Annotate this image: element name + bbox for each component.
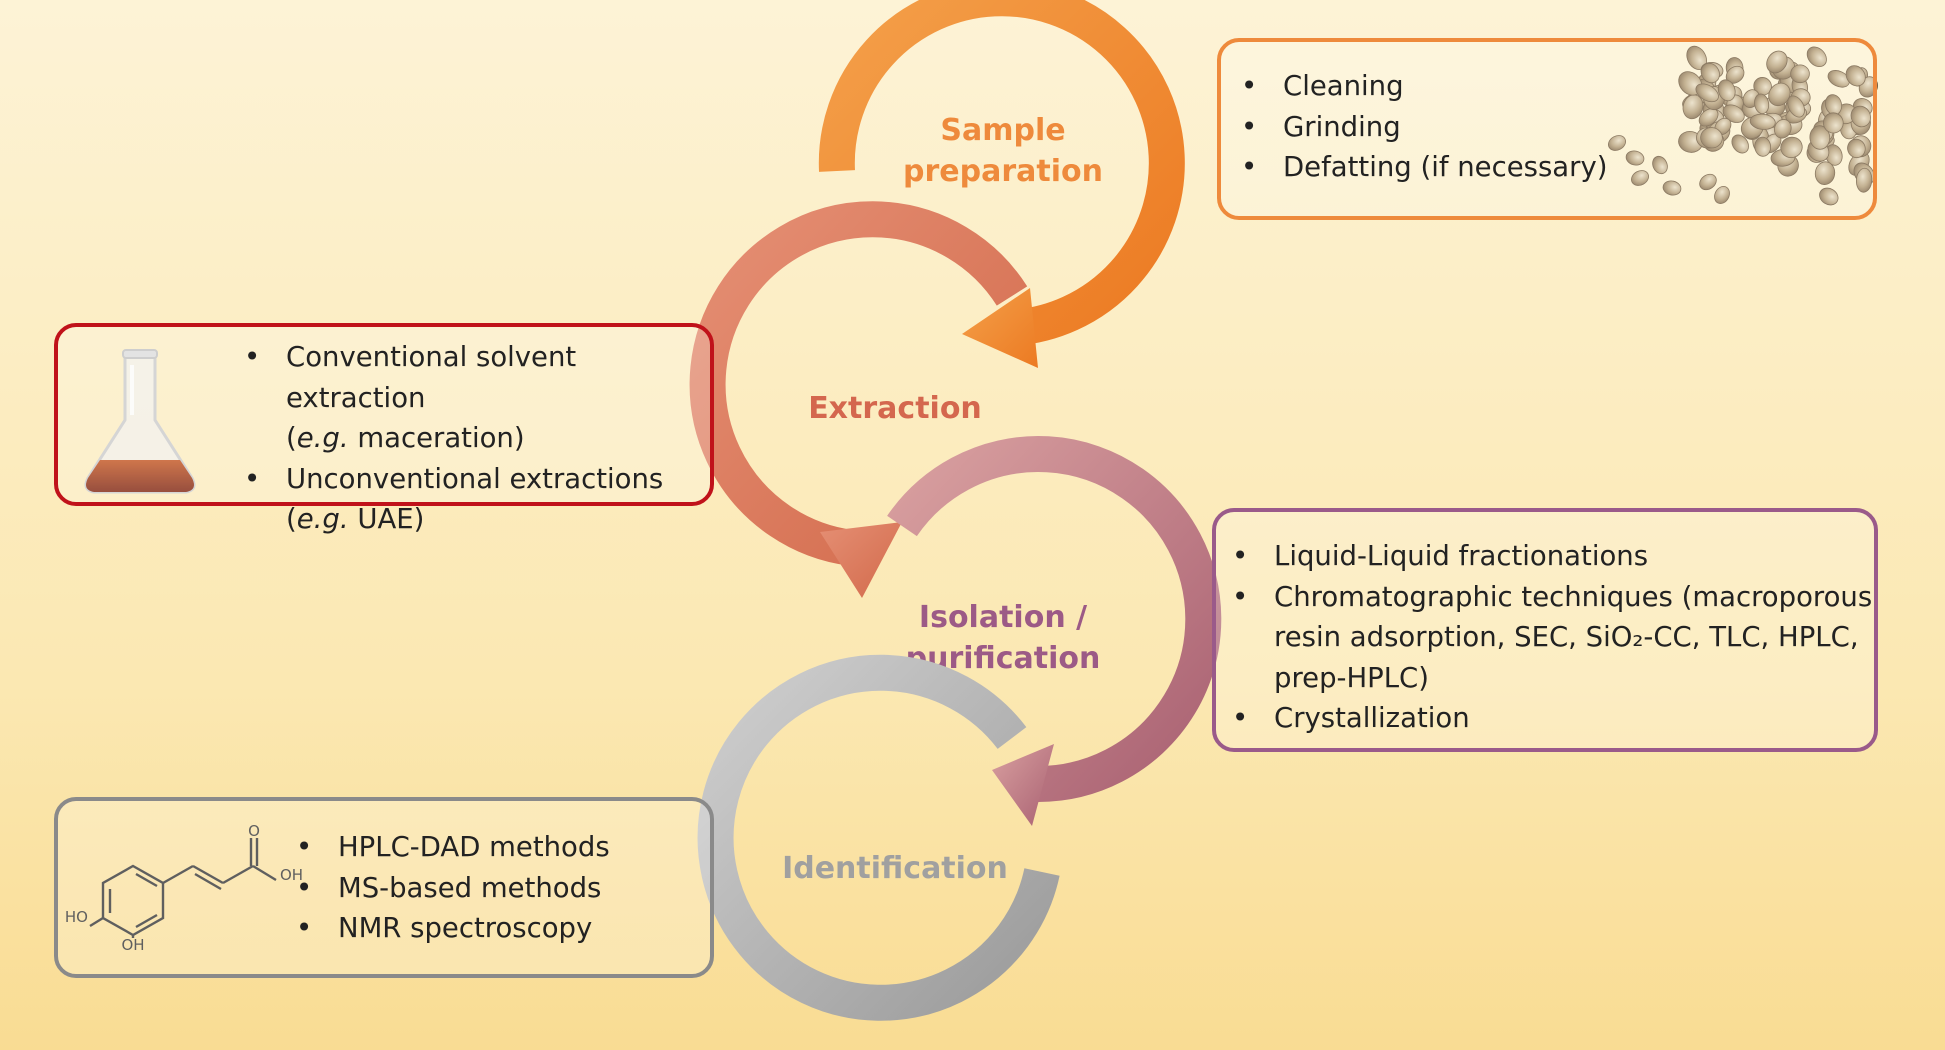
seed <box>1700 127 1723 149</box>
list-item: •Crystallization <box>1232 702 1470 734</box>
isolation-arrow: Isolation / purification <box>887 436 1222 826</box>
molecule-label-oh: OH <box>121 936 144 954</box>
seed <box>1809 125 1831 150</box>
seed <box>1847 138 1866 159</box>
list-item: •NMR spectroscopy <box>296 912 593 944</box>
list-item: •Grinding <box>1241 110 1401 143</box>
isolation-arrowhead <box>992 744 1054 826</box>
seed <box>1827 70 1850 88</box>
seed <box>1714 186 1730 204</box>
seed <box>1855 167 1873 193</box>
stage-label-extraction: Extraction <box>808 391 982 426</box>
seed <box>1698 108 1719 127</box>
sample-preparation-list: •Cleaning •Grinding •Defatting (if neces… <box>1235 66 1607 188</box>
list-item: • Unconventional extractions (e.g. UAE) <box>244 462 664 536</box>
seed <box>1625 150 1645 166</box>
extraction-arrow: Extraction <box>689 201 1028 598</box>
identification-box: •HPLC-DAD methods •MS-based methods •NMR… <box>54 797 714 978</box>
stage-label-sample-preparation-1: Sample <box>940 113 1065 148</box>
molecule-label-o: O <box>248 822 260 840</box>
extraction-box: • Conventional solvent extraction (e.g. … <box>54 323 714 535</box>
seed <box>1731 134 1749 154</box>
seed <box>1766 50 1788 74</box>
seed <box>1754 93 1770 115</box>
seed <box>1749 113 1776 130</box>
seed <box>1850 105 1871 128</box>
isolation-list: •Liquid-Liquid fractionations • Chromato… <box>1226 536 1872 739</box>
seed <box>1845 65 1866 87</box>
seed <box>1814 161 1836 185</box>
list-item: •HPLC-DAD methods <box>296 831 610 863</box>
seed <box>1819 187 1839 206</box>
isolation-box: •Liquid-Liquid fractionations • Chromato… <box>1212 508 1878 752</box>
stage-label-sample-preparation-2: preparation <box>903 154 1103 189</box>
stage-label-identification: Identification <box>782 851 1008 886</box>
seed <box>1822 112 1844 134</box>
sample-preparation-box: •Cleaning •Grinding •Defatting (if neces… <box>1217 38 1877 220</box>
seed <box>1774 119 1792 139</box>
seed <box>1754 136 1772 157</box>
seeds-image <box>1608 45 1878 206</box>
identification-list: •HPLC-DAD methods •MS-based methods •NMR… <box>290 827 610 949</box>
identification-arrow: Identification <box>697 654 1060 1021</box>
seed <box>1699 173 1717 191</box>
sample-preparation-arrow: Sample preparation <box>818 0 1185 368</box>
seed <box>1608 135 1626 151</box>
seed <box>1790 64 1810 84</box>
list-item: •Cleaning <box>1241 70 1404 102</box>
seed <box>1787 95 1805 118</box>
seed <box>1700 62 1720 84</box>
seed <box>1780 136 1803 159</box>
list-item: • Chromatographic techniques (macroporou… <box>1232 580 1873 694</box>
seed <box>1806 46 1827 68</box>
flask-icon <box>84 349 196 494</box>
list-item: •MS-based methods <box>296 871 602 904</box>
molecule-label-oh-acid: OH <box>280 866 303 884</box>
molecule-icon <box>89 838 277 938</box>
seed <box>1695 83 1719 103</box>
list-item: •Liquid-Liquid fractionations <box>1232 540 1649 572</box>
molecule-label-ho: HO <box>65 908 88 926</box>
seed <box>1631 170 1649 186</box>
list-item: • Conventional solvent extraction (e.g. … <box>244 341 577 454</box>
seed <box>1717 79 1736 102</box>
extraction-arrowhead <box>820 522 902 598</box>
list-item: •Defatting (if necessary) <box>1241 151 1608 183</box>
seed <box>1652 155 1668 175</box>
stage-label-isolation-1: Isolation / <box>919 600 1087 635</box>
seed <box>1662 180 1682 196</box>
extraction-list: • Conventional solvent extraction (e.g. … <box>238 337 710 540</box>
sample-preparation-arrowhead <box>962 288 1038 368</box>
seed <box>1682 94 1704 120</box>
